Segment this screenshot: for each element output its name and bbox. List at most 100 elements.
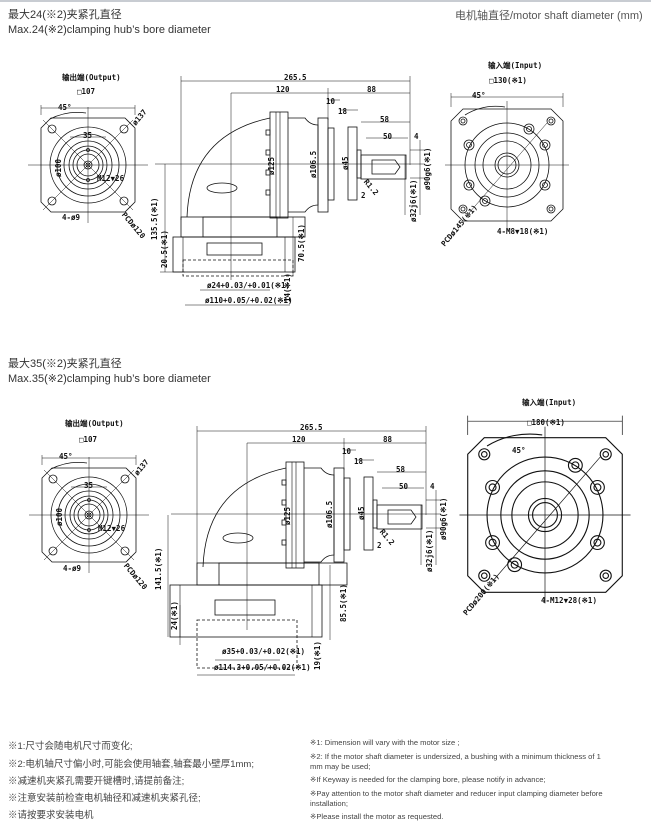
output-ring: [77, 503, 101, 527]
input-tap: 4-M8▼18(※1): [497, 227, 549, 236]
note-en: ※Please install the motor as requested.: [310, 812, 444, 821]
note-cn: ※注意安装前检查电机轴径和减速机夹紧孔径;: [8, 793, 201, 804]
adapter-ring: [486, 456, 604, 574]
tapped-hole: [83, 160, 93, 170]
bolt-hole-core: [510, 560, 519, 569]
output-tap: M12▼26: [98, 524, 126, 533]
section2-title-en: Max.35(※2)clamping hub’s bore diameter: [8, 373, 211, 385]
mounting-hole: [478, 569, 491, 582]
adapter-flange: [317, 117, 329, 213]
top-divider: [0, 0, 651, 2]
section1-title-cn: 最大24(※2)夹紧孔直径: [8, 9, 122, 21]
dim-88: 88: [383, 435, 393, 444]
output-angle: 45°: [59, 452, 73, 461]
base-upper-block: [180, 216, 306, 238]
dim-10: 10: [342, 447, 352, 456]
input-flange-outline: [467, 437, 623, 593]
side-view-base: [167, 515, 348, 676]
dim-106: ø106.5: [325, 500, 334, 528]
mounting-hole: [458, 204, 468, 214]
note-cn: ※请按要求安装电机: [8, 810, 94, 821]
output-square: □107: [79, 435, 98, 444]
output-ring: [72, 149, 104, 181]
adapter-ring: [482, 140, 532, 190]
dim-overall: 265.5: [284, 73, 307, 82]
dim-base-h: 24(※1): [170, 601, 179, 630]
pin-hole: [86, 178, 90, 182]
pin-hole: [86, 148, 90, 152]
dim-overall: 265.5: [300, 423, 323, 432]
dim-motor-pilot: ø90g6(※1): [439, 497, 448, 540]
mounting-hole: [47, 124, 57, 134]
output-spigot-hidden: [196, 619, 298, 669]
elbow-oval: [206, 182, 238, 194]
base-upper-block: [196, 562, 348, 586]
output-ring: [68, 145, 108, 185]
input-angle: 45°: [512, 446, 526, 455]
angle-arc: [49, 112, 87, 120]
output-view: [28, 105, 148, 223]
output-flange: [285, 461, 305, 569]
output-holes: 4-ø9: [62, 213, 81, 222]
output-ring: [73, 499, 105, 531]
bolt-hole-core: [542, 142, 548, 148]
bolt-hole-core: [488, 538, 497, 547]
bolt-hole: [463, 139, 475, 151]
bolt-hole-core: [466, 142, 472, 148]
bolt-hole-core: [482, 198, 488, 204]
dim-45: ø45: [357, 506, 366, 520]
bolt-hole: [463, 179, 475, 191]
shaft-key: [387, 509, 417, 525]
elbow-oval: [222, 532, 254, 544]
motor-shaft: [376, 504, 423, 530]
output-spigot-hidden: [182, 259, 294, 277]
dim-bore: ø24+0.03/+0.01(※1): [207, 281, 291, 290]
dim-125: ø125: [283, 506, 292, 525]
bolt-hole-core: [542, 182, 548, 188]
bolt-hole-core: [593, 483, 602, 492]
bolt-head: [281, 479, 287, 486]
output-bore: ø100: [54, 158, 63, 177]
elbow-curve: [202, 467, 287, 568]
dim-shaft: ø32j6(※1): [425, 529, 434, 572]
output-flange-outline: [41, 467, 137, 563]
section2-title-cn: 最大35(※2)夹紧孔直径: [8, 358, 122, 370]
elbow-curve: [186, 117, 271, 218]
dim-spigot: ø114.3+0.05/+0.02(※1): [214, 663, 311, 672]
base-hub: [202, 216, 278, 238]
mounting-hole: [599, 569, 612, 582]
pcd-leader: [468, 122, 548, 214]
input-heading: 输入端(Input): [522, 398, 577, 407]
note-en: ※If Keyway is needed for the clamping bo…: [310, 775, 546, 784]
bolt-head: [281, 499, 287, 506]
dim-58: 58: [380, 115, 390, 124]
adapter-ring: [500, 470, 590, 560]
bolt-hole: [485, 535, 501, 551]
dim-height: 135.5(※1): [150, 197, 159, 240]
bolt-hole: [589, 535, 605, 551]
output-bore: ø100: [55, 507, 64, 526]
bolt-hole: [507, 557, 523, 573]
adapter-flange: [333, 467, 345, 563]
mounting-hole-core: [460, 118, 466, 124]
bolt-hole-core: [488, 483, 497, 492]
bolt-hole-core: [593, 538, 602, 547]
dim-4: 4: [430, 482, 435, 491]
dim-120: 120: [292, 435, 306, 444]
output-ring: [57, 483, 121, 547]
input-flange-outline: [450, 108, 564, 222]
dim-bore: ø35+0.03/+0.02(※1): [222, 647, 306, 656]
bolt-hole-core: [466, 182, 472, 188]
output-pilot: 35: [83, 131, 93, 140]
bolt-hole: [589, 479, 605, 495]
input-bore: [532, 502, 558, 528]
bolt-hole: [539, 139, 551, 151]
note-cn: ※减速机夹紧孔需要开键槽时,请提前备注;: [8, 776, 185, 787]
tapped-hole: [84, 510, 94, 520]
angle-arc: [464, 106, 506, 116]
angle-arc: [50, 462, 88, 470]
output-holes: 4-ø9: [63, 564, 82, 573]
adapter-plate: [327, 127, 335, 201]
base-flange: [169, 584, 323, 638]
dim-shaft: ø32j6(※1): [409, 179, 418, 222]
